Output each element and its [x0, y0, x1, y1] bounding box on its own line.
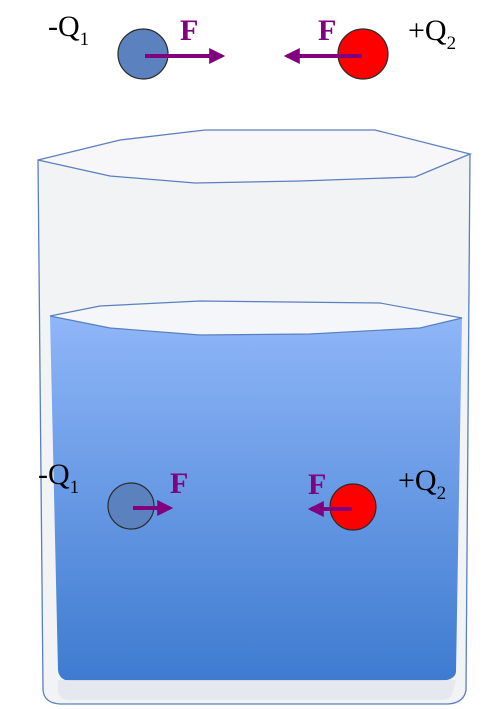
water-right-force-label: F	[308, 468, 326, 501]
top-left-charge-label: -Q1	[48, 10, 89, 50]
glass-rim	[37, 129, 473, 184]
water-surface	[49, 300, 463, 336]
water-body	[50, 316, 462, 681]
top-right-charge-label: +Q2	[408, 14, 456, 54]
water-charges: -Q1 F +Q2 F	[38, 458, 446, 531]
water-right-charge-label: +Q2	[398, 464, 446, 504]
glass-base	[58, 680, 456, 700]
water-left-force-label: F	[170, 467, 188, 500]
top-right-force-label: F	[318, 14, 336, 47]
water-left-charge-label: -Q1	[38, 458, 79, 498]
vacuum-charges: -Q1 F +Q2 F	[48, 10, 456, 80]
top-left-force-label: F	[180, 14, 198, 47]
glass-beaker	[37, 129, 473, 705]
